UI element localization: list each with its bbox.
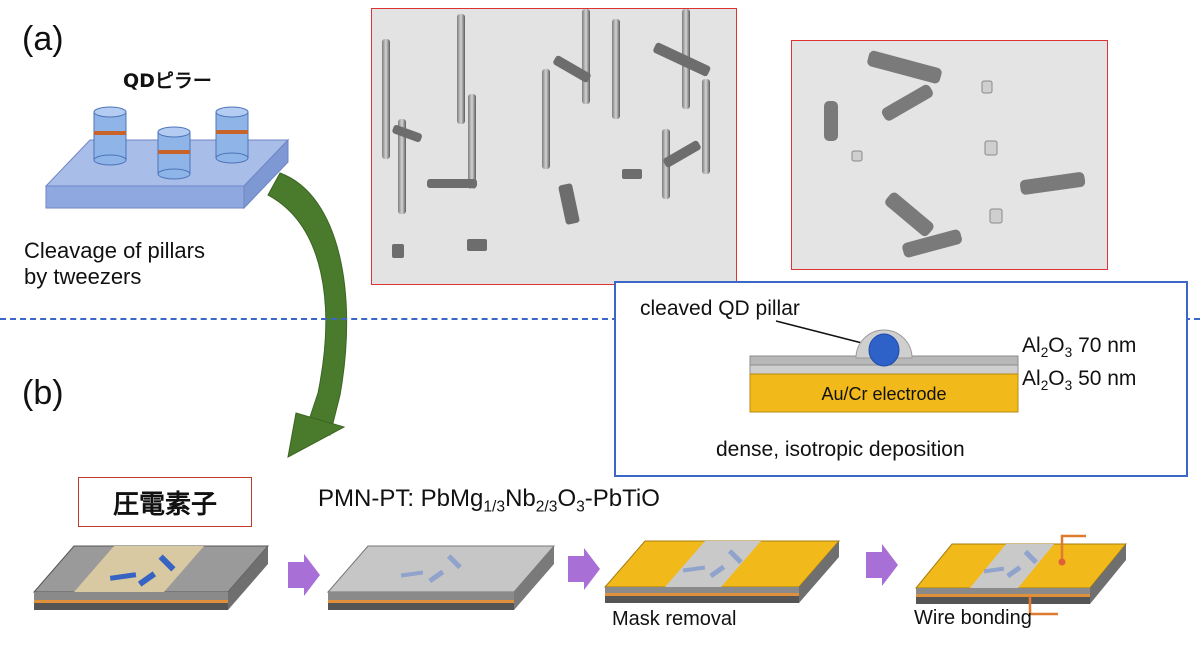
process-arrow-icon (568, 548, 600, 590)
wire-bond-icon (1028, 534, 1086, 616)
cross-section-box: cleaved QD pillar Au/Cr electrode Al2O3 … (614, 281, 1188, 477)
process-step-2-chip (326, 545, 556, 610)
qd-pillar (157, 126, 191, 180)
piezo-element-label: 圧電素子 (78, 477, 252, 527)
qd-pillar (215, 106, 249, 164)
process-step-3-chip (603, 540, 841, 603)
al2o3-top-label: Al2O3 70 nm (1022, 334, 1137, 360)
al2o3-bottom-label: Al2O3 50 nm (1022, 367, 1137, 393)
pmn-pt-formula: PMN-PT: PbMg1/3Nb2/3O3-PbTiO (318, 485, 660, 516)
process-step-4-chip (914, 534, 1128, 616)
cleavage-caption-line2: by tweezers (24, 264, 142, 289)
deposition-caption: dense, isotropic deposition (716, 438, 965, 461)
cleavage-caption-line1: Cleavage of pillars (24, 238, 205, 263)
qd-pillar-title: QDピラー (123, 70, 212, 92)
cleavage-caption: Cleavage of pillars by tweezers (24, 238, 205, 290)
qd-pillar (93, 106, 127, 166)
qd-pillar-illustration (44, 106, 290, 210)
panel-a-label: (a) (22, 20, 64, 58)
cross-section-diagram (749, 320, 1019, 413)
process-arrow-icon (866, 544, 898, 586)
electrode-label: Au/Cr electrode (821, 384, 947, 404)
panel-b-label: (b) (22, 374, 64, 412)
sem-image-pillars-standing (371, 8, 737, 285)
sem-image-cleaved-pillars (791, 40, 1108, 270)
wire-bonding-caption: Wire bonding (914, 607, 1032, 629)
process-step-1-chip (32, 545, 270, 610)
mask-removal-caption: Mask removal (612, 608, 737, 630)
section-divider (0, 318, 1200, 320)
curved-arrow-icon (267, 172, 348, 458)
pillar-label: cleaved QD pillar (640, 297, 800, 320)
process-arrow-icon (288, 554, 320, 596)
